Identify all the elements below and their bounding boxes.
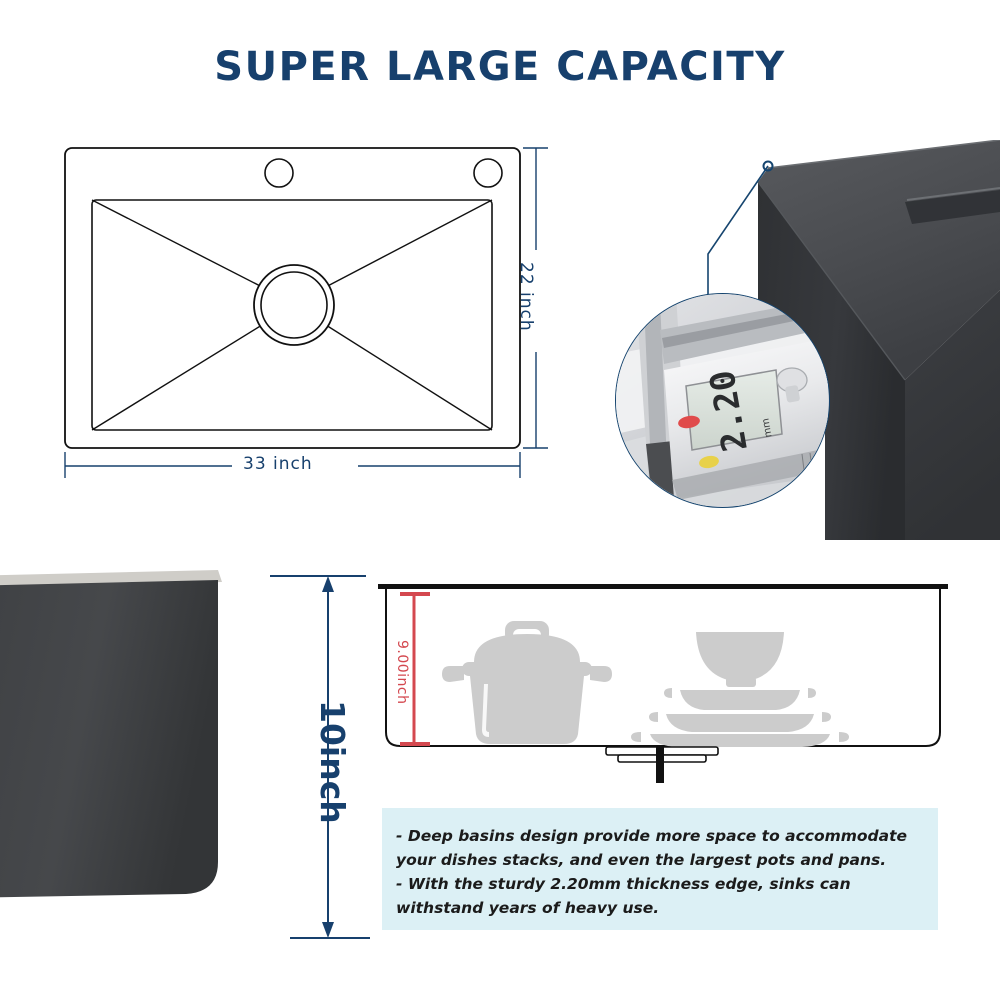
page-title: SUPER LARGE CAPACITY: [214, 44, 786, 90]
stock-pot-icon: [442, 621, 612, 744]
sink-ledge-groove: [905, 190, 1000, 224]
callout-leader-line: [707, 160, 774, 296]
arrow-head-down: [322, 922, 334, 938]
basin-rim-bar: [378, 584, 948, 589]
caliper-reading-unit: mm: [760, 417, 774, 438]
drain-inner-ring-icon: [260, 271, 328, 339]
overall-depth-label: 10inch: [313, 700, 352, 824]
drain-assembly-icon: [605, 746, 719, 783]
caliper-red-button[interactable]: [677, 414, 701, 430]
feature-description-box: - Deep basins design provide more space …: [382, 808, 938, 930]
sink-ledge-highlight: [906, 187, 1000, 201]
basin-outline: [385, 589, 941, 747]
height-dimension-line: [523, 147, 548, 449]
description-line-4: withstand years of heavy use.: [396, 899, 660, 917]
thickness-magnifier-callout: 2.20 mm: [615, 293, 830, 508]
sink-basin-body: [0, 580, 218, 898]
caliper-lcd-screen: [685, 369, 783, 451]
sink-deck-edge-highlight: [767, 140, 1000, 169]
width-dimension-line: [64, 452, 521, 478]
callout-anchor-dot: [762, 160, 774, 172]
width-dimension-label: 33 inch: [243, 454, 313, 474]
faucet-hole-left-icon: [264, 158, 294, 188]
caliper-yellow-button[interactable]: [698, 454, 720, 469]
interior-depth-label: 9.00inch: [394, 640, 410, 705]
arrow-head-up: [322, 576, 334, 592]
description-line-3: - With the sturdy 2.20mm thickness edge,…: [396, 875, 851, 893]
caliper-scale-bar: [672, 448, 828, 500]
sink-side-wall: [758, 182, 905, 540]
basin-cross-section: [378, 584, 948, 783]
sink-corner-edge: [757, 181, 906, 381]
sink-product-photo-side: [0, 562, 235, 922]
sink-product-photo-top: [700, 140, 1000, 540]
description-line-1: - Deep basins design provide more space …: [396, 827, 908, 845]
overall-depth-dimension: [270, 575, 370, 939]
sink-basin-interior: [905, 290, 1000, 540]
interior-depth-dimension: [400, 592, 430, 746]
height-dimension-label: 22 inch: [516, 262, 536, 332]
basin-slope-lines: [91, 199, 493, 431]
dish-stack-icon: [631, 632, 849, 747]
faucet-hole-right-icon: [473, 158, 503, 188]
description-line-2: your dishes stacks, and even the largest…: [396, 851, 887, 869]
sink-top-view-drawing: [64, 147, 548, 478]
